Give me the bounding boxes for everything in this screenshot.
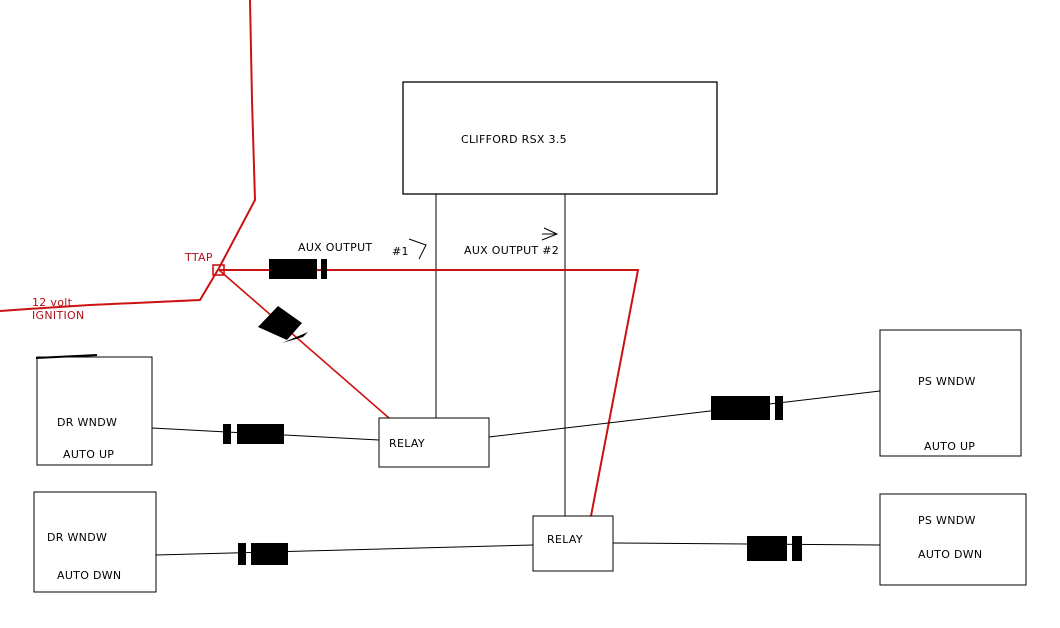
controller-label: CLIFFORD RSX 3.5 <box>461 133 567 146</box>
dr-window-down-box <box>33 491 157 593</box>
ttap-connector <box>212 264 225 276</box>
dr-up-line1: DR WNDW <box>57 416 118 429</box>
ps-up-line2: AUTO UP <box>924 440 976 453</box>
diode-ps-up <box>711 396 783 420</box>
diode-ps-down <box>747 536 802 561</box>
relay-1-label: RELAY <box>389 437 425 450</box>
ps-window-down-box <box>879 493 1027 586</box>
relay-2-label: RELAY <box>547 533 583 546</box>
power-wire-relay2 <box>219 269 640 517</box>
aux-output-1-number: #1 <box>392 245 409 258</box>
ignition-label-line1: 12 volt <box>32 296 73 309</box>
diode-dr-down <box>238 543 288 565</box>
diode-dr-up <box>223 424 284 444</box>
ignition-label-line2: IGNITION <box>32 309 85 322</box>
ps-down-line2: AUTO DWN <box>918 548 983 561</box>
dr-up-line2: AUTO UP <box>63 448 115 461</box>
diode-aux <box>269 259 327 279</box>
arrow-icon <box>408 238 427 260</box>
dr-window-up-box <box>36 356 153 466</box>
dr-down-line2: AUTO DWN <box>57 569 122 582</box>
wire-ps-up <box>488 390 881 438</box>
ps-up-line1: PS WNDW <box>918 375 976 388</box>
ttap-label: TTAP <box>185 251 213 264</box>
ps-down-line1: PS WNDW <box>918 514 976 527</box>
ps-window-up-box <box>879 329 1022 457</box>
ignition-wire <box>0 267 220 312</box>
aux-output-2-label: AUX OUTPUT #2 <box>464 244 560 257</box>
wire-ps-down <box>612 542 881 546</box>
aux-output-1-label: AUX OUTPUT <box>298 241 373 254</box>
controller-box <box>402 81 718 195</box>
relay-1-box <box>378 417 490 468</box>
dr-down-line1: DR WNDW <box>47 531 108 544</box>
wire-dr-down <box>155 544 534 556</box>
power-wire-top <box>218 0 257 269</box>
power-wire-relay1 <box>218 269 390 419</box>
box-edge-mark <box>35 354 98 359</box>
diode-relay1-feed <box>258 306 308 343</box>
